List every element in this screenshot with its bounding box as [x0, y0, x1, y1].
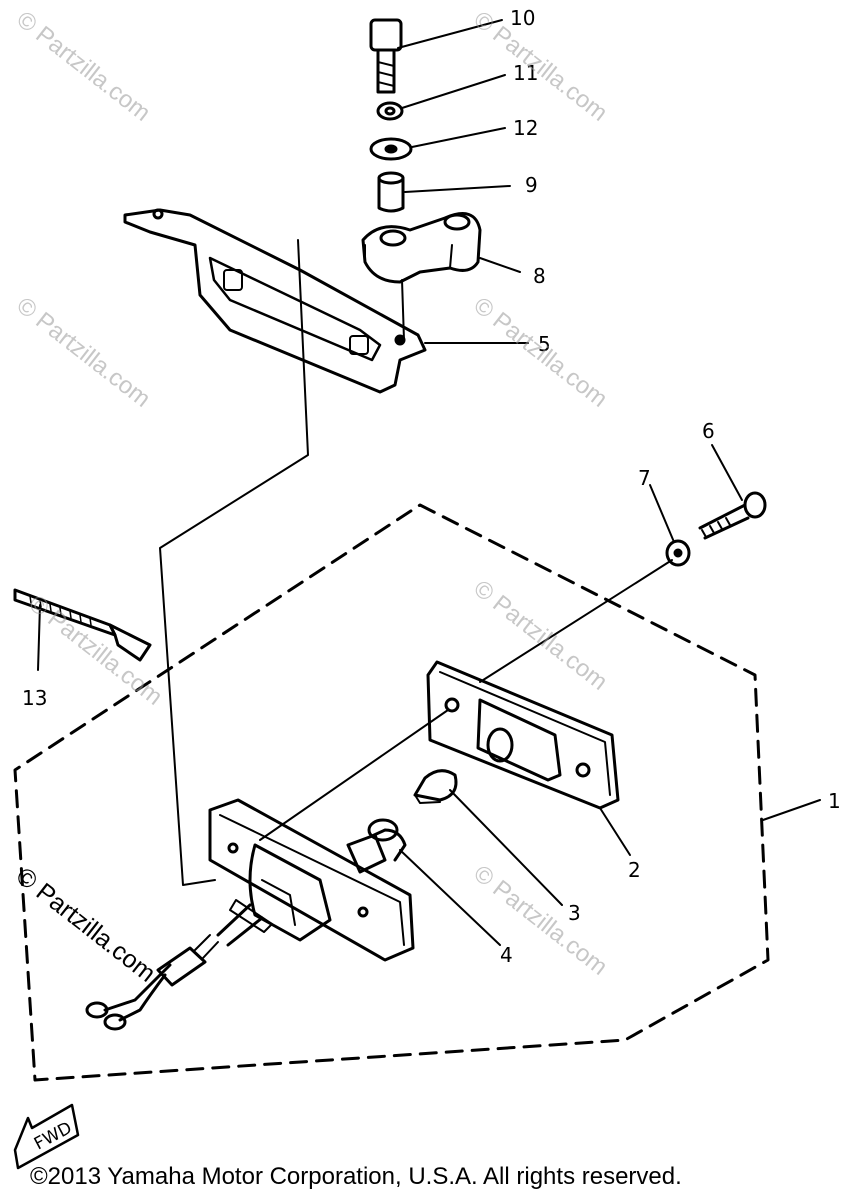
callout-3: 3: [568, 901, 581, 925]
cable-tie-part-13: [13, 588, 152, 671]
callout-4: 4: [500, 943, 513, 967]
reference-line-bracket: [159, 239, 309, 886]
leader-3: [449, 789, 563, 906]
leader-7: [649, 484, 675, 543]
reference-line-housing: [259, 709, 449, 841]
washer-part-7: [665, 539, 691, 567]
bulb-part-3: [413, 769, 458, 804]
fwd-arrow: FWD: [13, 1103, 80, 1170]
copyright-notice: ©2013 Yamaha Motor Corporation, U.S.A. A…: [30, 1163, 682, 1190]
leader-4: [399, 849, 501, 946]
callout-11: 11: [513, 61, 538, 85]
leader-8: [479, 257, 521, 273]
reference-line-lens-screw: [479, 559, 673, 683]
socket-part-4: [346, 818, 407, 874]
screw-part-6: [698, 491, 767, 540]
callout-6: 6: [702, 419, 715, 443]
collar-part-9: [377, 171, 405, 213]
license-bracket-part-5: [123, 208, 427, 394]
wire-harness: [85, 899, 273, 1031]
leader-6: [711, 444, 743, 501]
leader-1: [762, 799, 821, 821]
bracket-arm-part-8: [361, 212, 482, 284]
callout-13: 13: [22, 686, 47, 710]
leader-10: [397, 19, 503, 49]
callout-5: 5: [538, 332, 551, 356]
callout-10: 10: [510, 6, 535, 30]
leader-11: [401, 74, 506, 109]
assembly-outline: [13, 503, 770, 1082]
leader-12: [411, 127, 506, 148]
leader-9: [404, 185, 511, 193]
callout-1: 1: [828, 789, 841, 813]
plain-washer-part-12: [369, 137, 413, 161]
leader-2: [599, 807, 631, 856]
spring-washer-part-11: [376, 101, 404, 121]
pin-line: [401, 279, 405, 341]
callout-2: 2: [628, 858, 641, 882]
callout-9: 9: [525, 173, 538, 197]
lamp-housing: [208, 798, 415, 962]
callout-7: 7: [638, 466, 651, 490]
callout-12: 12: [513, 116, 538, 140]
bolt-part-10: [369, 18, 403, 94]
callout-8: 8: [533, 264, 546, 288]
